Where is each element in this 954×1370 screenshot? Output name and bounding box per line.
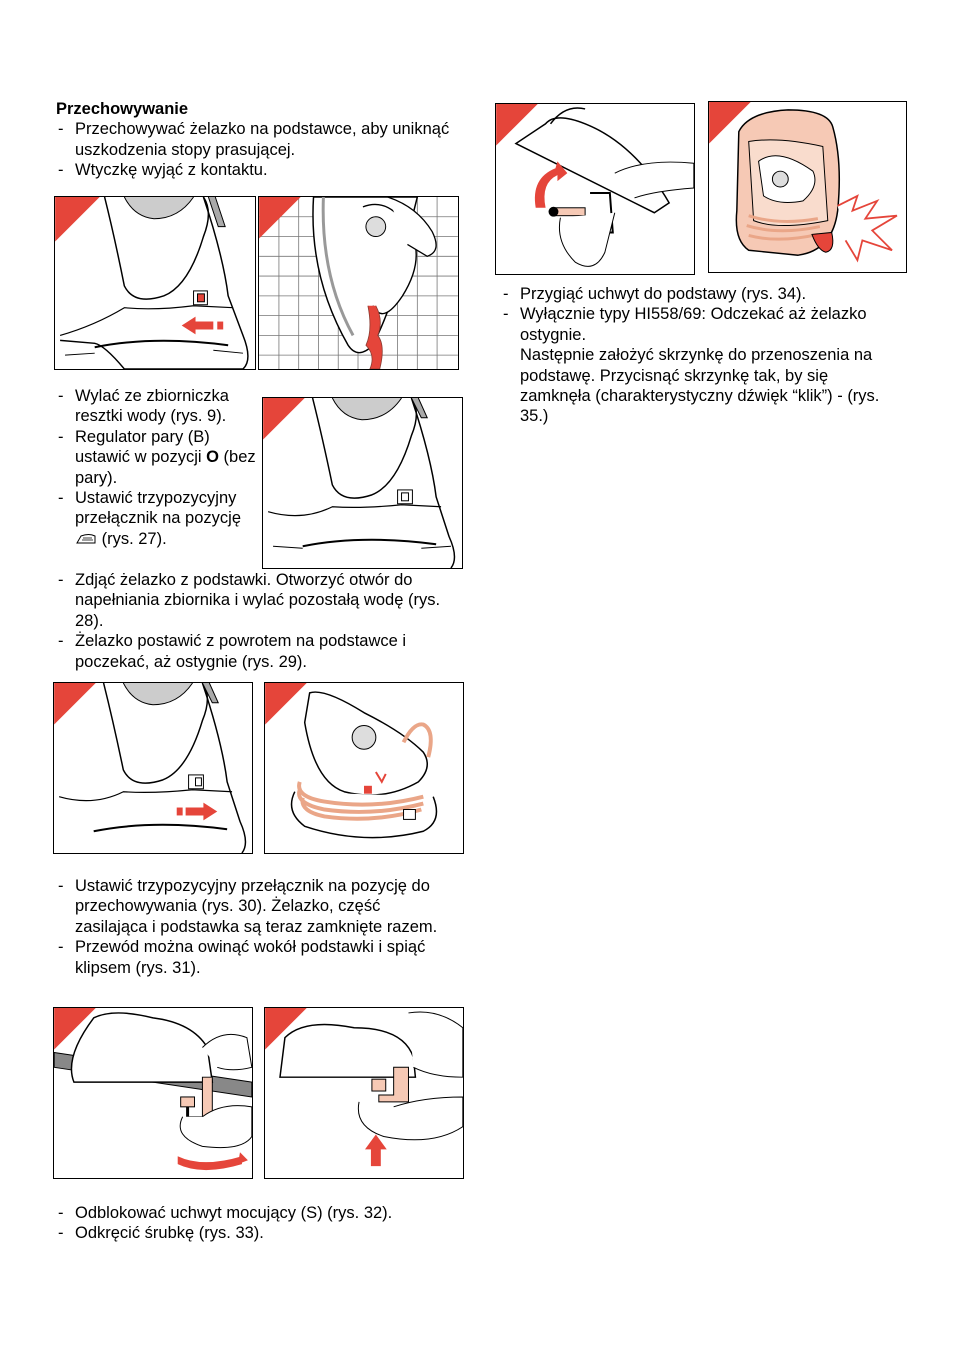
list-item: Przewód można owinąć wokół podstawki i s… <box>56 937 456 978</box>
figure-handle-fold <box>495 103 695 275</box>
list-item: Odkręcić śrubkę (rys. 33). <box>56 1223 476 1244</box>
figure-clamp-screw <box>264 1007 464 1179</box>
figure-iron-drain-water <box>258 196 459 370</box>
figure-carry-case <box>708 101 907 273</box>
list-item: Ustawić trzypozycyjny przełącznik na poz… <box>56 488 261 549</box>
handle-fold-illustration <box>496 104 694 267</box>
figure-iron-stand-switch <box>262 397 463 569</box>
storage-list: Przechowywać żelazko na podstawce, aby u… <box>56 119 456 181</box>
figure-cord-wound <box>264 682 464 854</box>
figure-clamp-unlock <box>53 1007 253 1179</box>
list-item: Wyłącznie typy HI558/69: Odczekać aż żel… <box>501 304 901 426</box>
storage-section: Przechowywanie Przechowywać żelazko na p… <box>56 99 456 181</box>
figure-iron-stand-switch-left <box>54 196 256 370</box>
iron-stand-illustration <box>55 197 249 369</box>
list-item: Żelazko postawić z powrotem na podstawce… <box>56 631 466 672</box>
list-item: Przechowywać żelazko na podstawce, aby u… <box>56 119 456 160</box>
cord-wound-illustration <box>265 683 438 839</box>
list-item: Odblokować uchwyt mocujący (S) (rys. 32)… <box>56 1203 476 1224</box>
switch-section: Ustawić trzypozycyjny przełącznik na poz… <box>56 876 456 978</box>
list-item: Ustawić trzypozycyjny przełącznik na poz… <box>56 876 456 937</box>
list-item: Zdjąć żelazko z podstawki. Otworzyć otwó… <box>56 570 466 631</box>
list-item: Wtyczkę wyjąć z kontaktu. <box>56 160 456 181</box>
carry-case-section: Przygiąć uchwyt do podstawy (rys. 34). W… <box>501 284 901 427</box>
steam-zero-symbol: O <box>206 448 219 467</box>
iron-stand-illustration <box>54 683 247 853</box>
clamp-section: Odblokować uchwyt mocujący (S) (rys. 32)… <box>56 1203 476 1244</box>
storage-heading: Przechowywanie <box>56 100 189 118</box>
list-item: Wylać ze zbiorniczka resztki wody (rys. … <box>56 386 261 427</box>
clamp-unlock-illustration <box>54 1008 252 1171</box>
iron-icon <box>76 533 96 544</box>
carry-case-illustration <box>709 102 898 263</box>
list-item: Regulator pary (B) ustawić w pozycji O (… <box>56 427 261 488</box>
list-item: Przygiąć uchwyt do podstawy (rys. 34). <box>501 284 901 305</box>
figure-iron-stand-switch-right <box>53 682 253 854</box>
iron-stand-illustration <box>263 398 456 568</box>
iron-drain-illustration <box>259 197 458 369</box>
clamp-screw-illustration <box>265 1008 463 1167</box>
water-section-wide: Zdjąć żelazko z podstawki. Otworzyć otwó… <box>56 570 466 672</box>
water-section-narrow: Wylać ze zbiorniczka resztki wody (rys. … <box>56 386 261 549</box>
